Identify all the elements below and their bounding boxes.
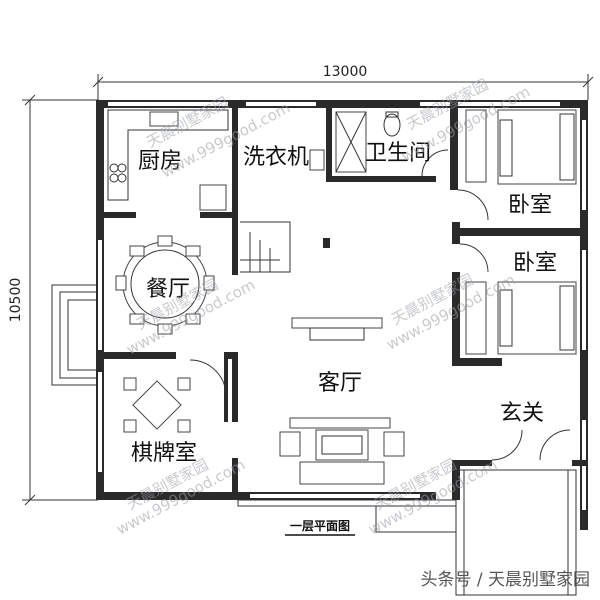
dimension-top: 13000: [92, 64, 594, 100]
caption-text: 一层平面图: [290, 519, 350, 533]
plan-caption: 一层平面图: [285, 519, 355, 536]
footer-credit: 头条号 / 天晨别墅家园: [420, 570, 590, 590]
room-label-dining: 餐厅: [146, 277, 190, 302]
room-label-kitchen: 厨房: [138, 149, 182, 174]
bedroom-1-furniture: [457, 109, 577, 221]
room-label-bedroom-1: 卧室: [508, 193, 552, 218]
room-label-chess: 棋牌室: [131, 441, 197, 466]
living-sofa-set: [279, 417, 405, 485]
living-tv-cabinet: [291, 317, 383, 341]
bedroom-2-furniture: [459, 243, 577, 355]
room-label-living: 客厅: [318, 371, 362, 396]
entrance-door: [491, 429, 571, 461]
dimension-left: 10500: [8, 94, 98, 506]
staircase: [240, 221, 291, 273]
room-labels: 厨房 洗衣机 卫生间 卧室 卧室 餐厅 客厅 棋牌室 玄关: [131, 141, 557, 466]
dining-table: [115, 235, 215, 335]
bay-window-left: [51, 284, 96, 386]
interior-walls: [96, 100, 588, 500]
dimension-width-label: 13000: [323, 64, 368, 80]
dimension-height-label: 10500: [8, 278, 24, 323]
room-label-bedroom-2: 卧室: [513, 251, 557, 276]
bathroom-fixtures: [335, 111, 449, 177]
room-label-laundry: 洗衣机: [243, 145, 309, 170]
chess-table: [123, 359, 227, 433]
exterior-walls: [96, 100, 588, 530]
front-step-bottom: [237, 499, 457, 533]
room-label-bathroom: 卫生间: [365, 141, 431, 166]
kitchen-fixtures: [107, 109, 325, 211]
room-label-entrance: 玄关: [500, 401, 544, 426]
